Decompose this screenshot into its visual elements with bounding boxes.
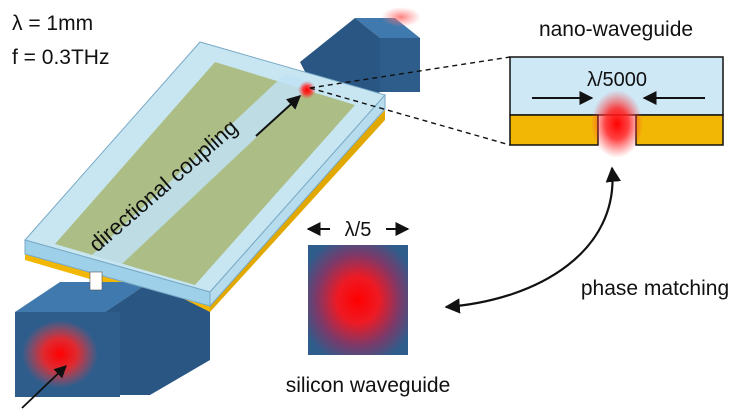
- silicon-waveguide-label: silicon waveguide: [286, 374, 451, 397]
- coupling-strip: [92, 74, 315, 264]
- mode-glow-exit: [381, 7, 421, 27]
- mode-input: [22, 320, 98, 388]
- nano-waveguide-inset: [509, 56, 724, 158]
- silicon-mode-square: [308, 245, 408, 355]
- waveguide-back-end: [380, 38, 420, 92]
- nano-gap-label: λ/5000: [587, 69, 647, 91]
- inset-gold-right: [635, 114, 724, 146]
- phase-matching-arrow: [444, 166, 621, 314]
- input-arrow: [21, 365, 67, 409]
- wavelength-label: λ = 1mm: [12, 12, 93, 35]
- zoom-line-bottom: [309, 87, 511, 146]
- nano-waveguide-label: nano-waveguide: [539, 18, 693, 41]
- silicon-mode-inset: [306, 222, 410, 355]
- silicon-waveguide-front: [15, 282, 210, 397]
- silicon-width-label: λ/5: [345, 219, 372, 241]
- slab-side: [209, 93, 386, 308]
- phase-matching-label: phase matching: [581, 277, 729, 300]
- frequency-label: f = 0.3THz: [12, 46, 109, 69]
- mode-coupled-spot: [298, 81, 316, 99]
- inset-mode: [591, 90, 643, 158]
- zoom-line-top: [309, 56, 511, 89]
- propagation-arrow: [255, 95, 302, 137]
- waveguide-back-top: [355, 18, 420, 38]
- waveguide-front-side: [105, 282, 210, 395]
- gap-marker: [89, 271, 103, 291]
- inset-gold-left: [509, 114, 599, 146]
